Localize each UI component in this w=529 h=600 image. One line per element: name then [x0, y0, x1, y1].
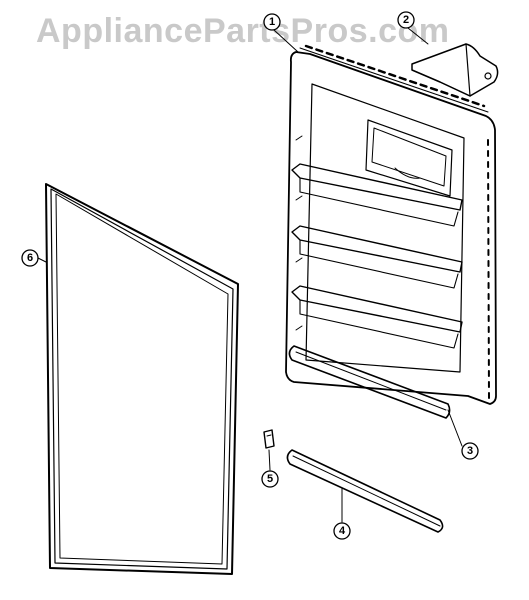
callout-6-label: 6 — [27, 252, 33, 264]
callout-6: 6 — [21, 249, 39, 267]
callout-4-label: 4 — [339, 525, 346, 537]
callout-5-label: 5 — [267, 473, 273, 485]
watermark-text: AppliancePartsPros.com — [36, 12, 449, 50]
dairy-door-part — [411, 43, 499, 97]
door-liner-part — [285, 44, 497, 405]
callout-2: 2 — [397, 11, 415, 29]
lower-shelf-bar-part — [286, 449, 444, 533]
leader-lines — [37, 27, 463, 523]
callout-3: 3 — [461, 442, 479, 460]
bar-clip-part — [263, 429, 275, 449]
callout-5: 5 — [261, 470, 279, 488]
callout-3-label: 3 — [467, 445, 473, 457]
callout-2-label: 2 — [403, 14, 409, 26]
callout-1-label: 1 — [269, 16, 275, 28]
callout-4: 4 — [333, 522, 351, 540]
callout-1: 1 — [263, 13, 281, 31]
door-gasket-part — [45, 183, 239, 575]
upper-shelf-bar-part — [288, 345, 451, 419]
